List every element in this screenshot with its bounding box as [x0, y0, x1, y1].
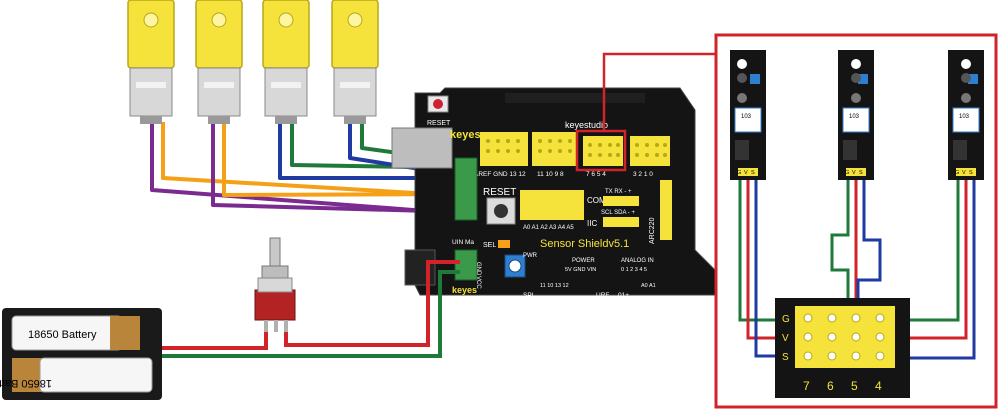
sclsda-label: SCL SDA - + — [601, 210, 635, 216]
header-iic — [603, 217, 639, 227]
motor-4 — [331, 0, 379, 124]
keyes-logo-bottom: keyes — [452, 285, 477, 295]
motor-1 — [127, 0, 175, 124]
header-aref: AREF GND 13 12 — [474, 132, 528, 178]
header-highlight — [575, 129, 627, 172]
svg-text:11 10 9 8: 11 10 9 8 — [537, 171, 564, 178]
sensor-2-pin-s: S — [859, 170, 863, 176]
vcc-label: VCC — [475, 276, 481, 289]
sensor-3: 103 G V S — [948, 50, 984, 180]
power-label: POWER — [572, 258, 595, 264]
sensor-3-pin-v: V — [962, 170, 966, 176]
sensor-shield: RESET keyes keyestudio AREF GND 13 12 11… — [391, 87, 716, 299]
header-d7-4: 7 6 5 4 — [583, 136, 623, 178]
keyes-logo-left: keyes — [450, 129, 481, 141]
breakout-row-v: V — [782, 333, 789, 344]
header-dots — [486, 139, 667, 157]
breakout-col-7: 7 — [803, 379, 810, 393]
usb-port — [391, 127, 453, 169]
sel-switch — [498, 240, 510, 248]
wire-battery-switch — [160, 332, 268, 350]
breakout-row-s: S — [782, 352, 789, 363]
wire-switch-shield — [284, 260, 460, 347]
urf-label: URF — [596, 292, 609, 299]
reset-small-label: RESET — [427, 120, 451, 127]
dc-jack — [404, 249, 436, 286]
breakout-col-4: 4 — [875, 379, 882, 393]
arc-label: ARC220 — [649, 217, 656, 244]
sensor-2-pin-v: V — [852, 170, 856, 176]
motor2-wire-orange — [222, 122, 466, 197]
svg-text:AREF GND 13 12: AREF GND 13 12 — [474, 171, 526, 178]
analog-in-label: ANALOG IN — [621, 258, 654, 264]
sensor-1-pin-s: S — [751, 170, 755, 176]
top-header — [505, 93, 645, 103]
model-label: Sensor Shieldv5.1 — [540, 238, 629, 250]
bottom-right-label: 01+ — [618, 292, 629, 299]
power-wires — [160, 260, 460, 358]
power-pins-label: 5V GND VIN — [565, 267, 596, 273]
svg-text:7 6 5 4: 7 6 5 4 — [586, 171, 606, 178]
analog-row-label: A0 A1 A2 A3 A4 A5 — [523, 225, 574, 231]
spi-pins-label: 11 10 13 12 — [540, 283, 569, 289]
breakout-col-6: 6 — [827, 379, 834, 393]
header-d11-8: 11 10 9 8 — [532, 132, 576, 178]
wire-battery-gnd — [160, 270, 460, 358]
txrx-label: TX RX - + — [605, 189, 632, 195]
header-com — [603, 196, 639, 206]
breakout-header: G V S 7 6 5 4 — [775, 298, 910, 398]
header-arc — [660, 180, 672, 240]
battery-pack: 18650 Battery 18650 Battery — [0, 308, 162, 400]
motor2-wire-purple — [211, 122, 466, 214]
motor-wires — [150, 122, 466, 216]
analog-nums-label: 0 1 2 3 4 5 — [621, 267, 647, 273]
pwr-label: PWR — [523, 253, 538, 259]
toggle-switch — [254, 237, 296, 332]
battery-cell-2: 18650 Battery — [0, 357, 153, 393]
keyestudio-logo: keyestudio — [565, 120, 608, 130]
sensor-3-pot: 103 — [959, 114, 970, 120]
sensor-1-pin-g: G — [737, 170, 741, 176]
motor-3 — [262, 0, 310, 124]
sensor-2: 103 G V S — [838, 50, 874, 180]
uin-label: UIN Ma — [452, 239, 474, 246]
svg-text:3 2 1 0: 3 2 1 0 — [633, 171, 653, 178]
com-label: COM — [587, 196, 606, 205]
battery-cell-1: 18650 Battery — [11, 315, 140, 351]
callout-lines — [602, 52, 716, 132]
power-terminal — [454, 249, 478, 281]
sensor-1-pot: 103 — [741, 114, 752, 120]
header-analog — [520, 190, 584, 220]
battery-cell-2-label: 18650 Battery — [0, 377, 52, 389]
sensor-1-pin-v: V — [744, 170, 748, 176]
motor1-wire-purple — [150, 122, 466, 216]
spi-label: SPI — [523, 292, 534, 299]
motor-2 — [195, 0, 243, 124]
motor1-wire-orange — [161, 122, 466, 198]
iic-label: IIC — [587, 219, 597, 228]
sensor-2-pot: 103 — [849, 114, 860, 120]
battery-cell-1-label: 18650 Battery — [28, 329, 97, 341]
sensor-1: 103 G V S — [730, 50, 766, 180]
breakout-row-g: G — [782, 314, 790, 325]
gnd-label: GND — [475, 262, 481, 276]
sensor-2-pin-g: G — [845, 170, 849, 176]
reset-big-label: RESET — [483, 187, 516, 198]
breakout-col-5: 5 — [851, 379, 858, 393]
motor-terminal — [454, 157, 478, 221]
sel-label: SEL — [483, 242, 496, 249]
sensor-3-pin-s: S — [969, 170, 973, 176]
motor3-wire-blue — [278, 122, 465, 180]
a0a1-label: A0 A1 — [641, 283, 656, 289]
header-d3-0: 3 2 1 0 — [630, 136, 670, 178]
sensor-3-pin-g: G — [955, 170, 959, 176]
